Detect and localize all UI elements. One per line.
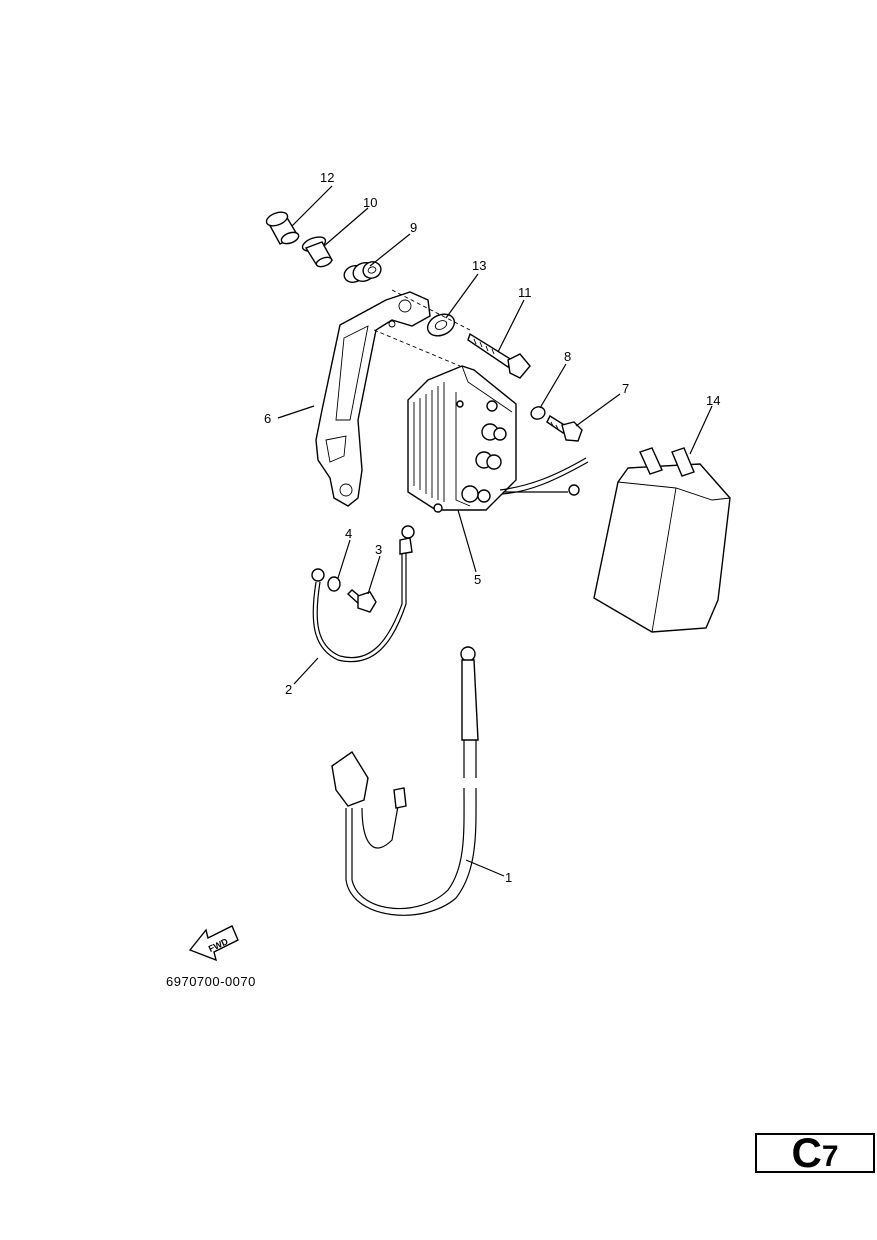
page-tab-letter: C [791, 1129, 822, 1176]
callout-7: 7 [622, 381, 629, 396]
callout-3: 3 [375, 542, 382, 557]
part-9-grommet [343, 261, 382, 283]
drawing-code: 6970700-0070 [166, 974, 256, 989]
page-tab: C 7 [755, 1129, 875, 1176]
callout-9: 9 [410, 220, 417, 235]
part-7-bolt [546, 414, 583, 442]
callout-8: 8 [564, 349, 571, 364]
callout-14: 14 [706, 393, 720, 408]
callout-11: 11 [518, 285, 532, 300]
leader-lines [277, 185, 713, 877]
part-2-ground-lead [311, 525, 415, 663]
part-11-bolt [467, 332, 531, 379]
part-1-battery-cable [331, 646, 479, 916]
part-12-collar [265, 211, 300, 245]
part-4-washer [327, 576, 341, 592]
callout-1: 1 [505, 870, 512, 885]
callout-5: 5 [474, 572, 481, 587]
callout-10: 10 [363, 195, 377, 210]
part-6-bracket [315, 291, 431, 507]
callout-12: 12 [320, 170, 334, 185]
part-8-washer [530, 406, 546, 420]
callout-6: 6 [264, 411, 271, 426]
callout-4: 4 [345, 526, 352, 541]
fwd-arrow-icon: FWD [188, 925, 239, 962]
part-13-washer [426, 313, 456, 337]
callout-labels: 12 10 9 13 11 8 7 14 6 5 4 3 2 1 [264, 170, 720, 885]
part-10-sleeve [301, 236, 334, 268]
part-5-rectifier [407, 365, 589, 513]
callout-2: 2 [285, 682, 292, 697]
part-14-cover [593, 447, 731, 633]
callout-13: 13 [472, 258, 486, 273]
page-tab-number: 7 [821, 1140, 839, 1173]
part-3-bolt [346, 589, 377, 613]
